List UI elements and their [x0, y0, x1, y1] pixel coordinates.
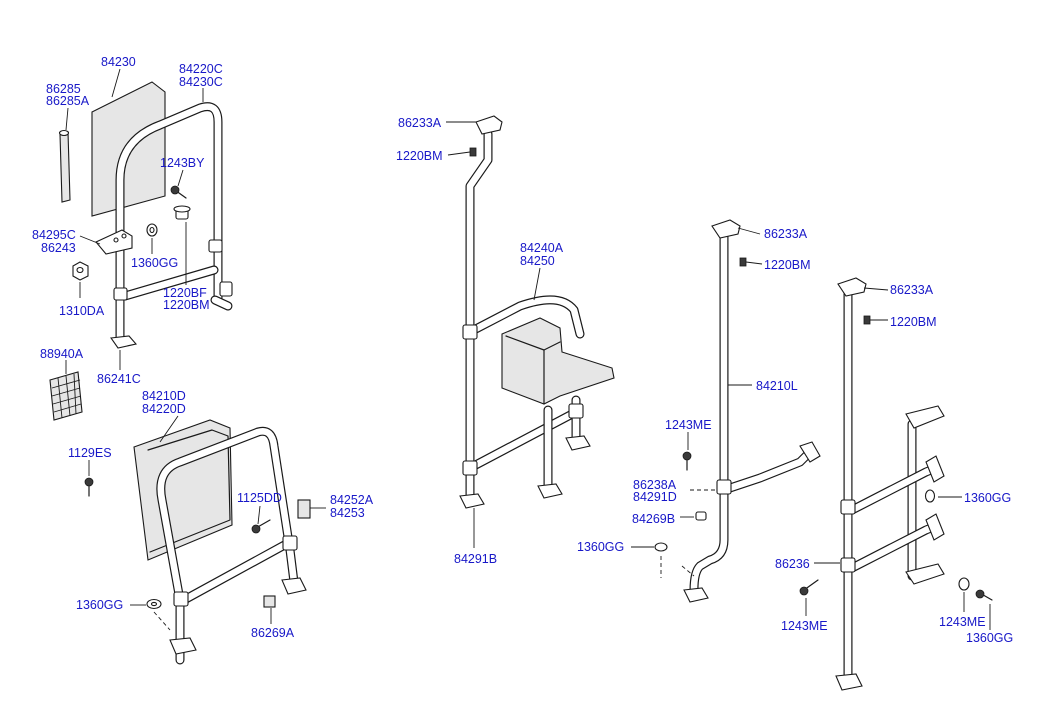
washer-1360gg [924, 489, 936, 503]
lower-left-handrail-assembly [84, 415, 326, 665]
clamp [219, 281, 233, 297]
label-1243by: 1243BY [160, 156, 205, 170]
bracket [905, 563, 945, 585]
screw-1220bm [469, 147, 477, 157]
label-86285: 86285 [46, 82, 81, 96]
right-center-pole-assembly [631, 219, 821, 603]
label-1125dd: 1125DD [237, 491, 282, 505]
label-1243me: 1243ME [939, 615, 986, 629]
clamp [173, 591, 189, 607]
label-1220bm: 1220BM [890, 315, 937, 329]
clamp [113, 287, 128, 301]
upper-left-handrail-assembly [49, 68, 233, 421]
strip-86285 [59, 131, 71, 203]
label-86243: 86243 [41, 241, 76, 255]
label-1360gg: 1360GG [131, 256, 178, 270]
clamp [568, 403, 584, 419]
clamp [462, 460, 478, 476]
label-84230c: 84230C [179, 75, 223, 89]
right-pole-assembly [799, 277, 993, 691]
screw-1220bm [863, 315, 871, 325]
foot-86241c [110, 335, 138, 349]
clamp [282, 535, 298, 551]
foot [835, 673, 863, 691]
clamp-86238a [716, 479, 732, 495]
label-1129es: 1129ES [68, 446, 112, 460]
seat-84240a [501, 317, 615, 405]
label-1243me: 1243ME [665, 418, 712, 432]
foot [565, 435, 591, 451]
center-pole-seat-assembly [446, 115, 615, 548]
label-1220bm: 1220BM [764, 258, 811, 272]
label-86238a: 86238A [633, 478, 677, 492]
washer-1360gg [654, 542, 668, 552]
label-1220bm: 1220BM [396, 149, 443, 163]
screw-1220bm [739, 257, 747, 267]
pad-86269a [263, 595, 276, 608]
label-84253: 84253 [330, 506, 365, 520]
label-1360gg: 1360GG [966, 631, 1013, 645]
label-1243me: 1243ME [781, 619, 828, 633]
label-84220c: 84220C [179, 62, 223, 76]
washer-1360gg [958, 577, 970, 591]
bracket-84295c [95, 229, 133, 255]
label-84240a: 84240A [520, 241, 564, 255]
label-1310da: 1310DA [59, 304, 105, 318]
foot [537, 483, 563, 499]
label-84291b: 84291B [454, 552, 497, 566]
label-86233a: 86233A [398, 116, 442, 130]
label-86233a: 86233A [764, 227, 808, 241]
label-86269a: 86269A [251, 626, 295, 640]
label-84269b: 84269B [632, 512, 675, 526]
net-88940a [49, 371, 83, 421]
label-84210d: 84210D [142, 389, 186, 403]
label-1360gg: 1360GG [577, 540, 624, 554]
label-86236: 86236 [775, 557, 810, 571]
clamp [840, 499, 856, 515]
foot [169, 637, 197, 655]
pole-cap-86233a [711, 219, 741, 239]
clamp [462, 324, 478, 340]
foot [281, 577, 307, 595]
bracket [905, 405, 945, 429]
part-labels: 84230 84220C 84230C 86285 86285A 1243BY … [32, 55, 1013, 645]
label-1360gg: 1360GG [964, 491, 1011, 505]
cap-84269b [695, 511, 707, 521]
label-84210l: 84210L [756, 379, 798, 393]
part-84252a [297, 499, 311, 519]
label-86241c: 86241C [97, 372, 141, 386]
label-1360gg: 1360GG [76, 598, 123, 612]
label-1220bm: 1220BM [163, 298, 210, 312]
label-88940a: 88940A [40, 347, 84, 361]
label-86233a: 86233A [890, 283, 934, 297]
label-84230: 84230 [101, 55, 136, 69]
mount-plate [799, 441, 821, 463]
label-84220d: 84220D [142, 402, 186, 416]
label-84291d: 84291D [633, 490, 677, 504]
clamp-86236 [840, 557, 856, 573]
label-84295c: 84295C [32, 228, 76, 242]
clamp [208, 239, 223, 253]
pole-cap-86233a [475, 115, 503, 135]
pole-cap-86233a [837, 277, 867, 297]
label-84252a: 84252A [330, 493, 374, 507]
bracket [925, 455, 945, 483]
foot-84291b [459, 493, 485, 509]
label-86285a: 86285A [46, 94, 90, 108]
foot [683, 587, 709, 603]
label-1220bf: 1220BF [163, 286, 207, 300]
label-84250: 84250 [520, 254, 555, 268]
bracket [925, 513, 945, 541]
